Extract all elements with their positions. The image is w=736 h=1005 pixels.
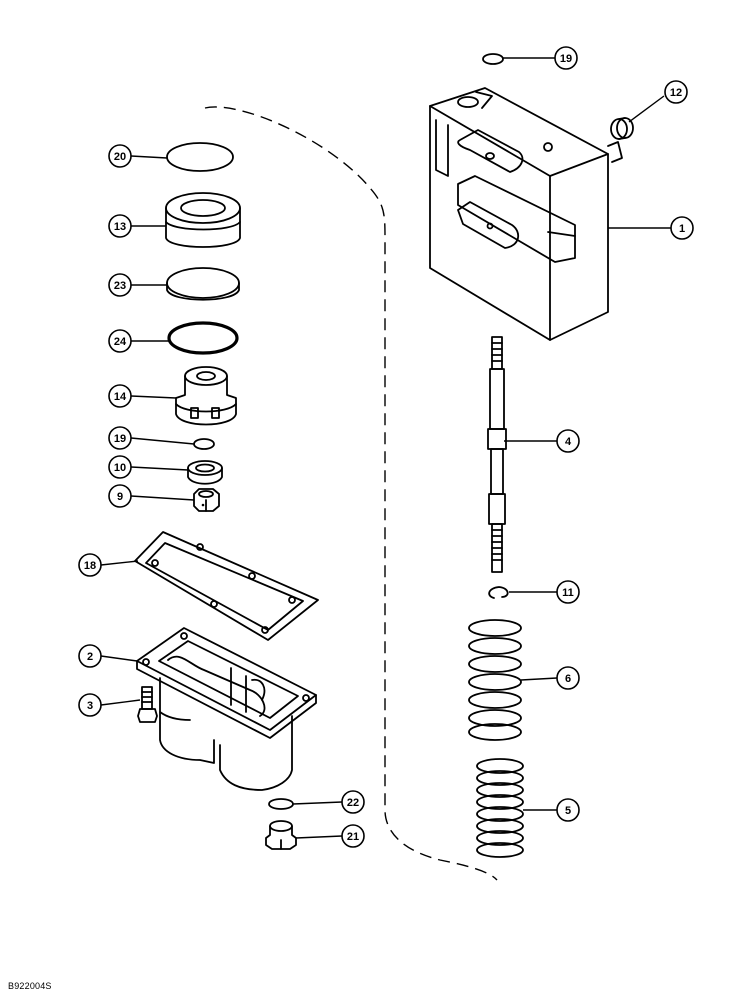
callout-9: 9: [108, 484, 132, 508]
callout-20: 20: [108, 144, 132, 168]
svg-text:24: 24: [114, 336, 127, 348]
callout-19-lower: 19: [108, 426, 132, 450]
part-2-housing: [136, 627, 317, 791]
callout-11: 11: [556, 580, 580, 604]
part-12-fitting: [610, 117, 634, 140]
part-1-valve-block: [429, 87, 623, 341]
svg-text:4: 4: [565, 436, 572, 448]
part-6-spring: [468, 619, 522, 741]
svg-text:2: 2: [87, 651, 93, 663]
svg-text:23: 23: [114, 280, 126, 292]
svg-text:19: 19: [114, 433, 126, 445]
callout-19-top: 19: [554, 46, 578, 70]
part-4-spool-rod: [487, 336, 507, 573]
svg-text:20: 20: [114, 151, 126, 163]
part-5-spring: [476, 758, 524, 858]
svg-text:6: 6: [565, 673, 571, 685]
part-21-plug: [265, 820, 297, 850]
part-22-o-ring: [268, 798, 294, 810]
part-18-gasket: [134, 531, 319, 641]
svg-text:14: 14: [114, 391, 127, 403]
callout-4: 4: [556, 429, 580, 453]
callout-1: 1: [670, 216, 694, 240]
svg-text:1: 1: [679, 223, 685, 235]
svg-text:12: 12: [670, 87, 682, 99]
callout-24: 24: [108, 329, 132, 353]
svg-text:11: 11: [562, 587, 574, 599]
callout-12: 12: [664, 80, 688, 104]
svg-text:10: 10: [114, 462, 126, 474]
part-20-o-ring: [166, 142, 234, 172]
callout-2: 2: [78, 644, 102, 668]
callout-3: 3: [78, 693, 102, 717]
part-10-bearing: [187, 460, 223, 485]
figure-code: B922004S: [8, 981, 52, 991]
svg-text:19: 19: [560, 53, 572, 65]
part-13-seal-bearing: [165, 192, 241, 248]
svg-text:21: 21: [347, 831, 359, 843]
part-24-o-ring: [167, 321, 239, 355]
assembly-dashed-outline: [204, 106, 498, 881]
svg-text:3: 3: [87, 700, 93, 712]
callout-21: 21: [341, 824, 365, 848]
part-14-piston: [175, 366, 237, 426]
svg-text:5: 5: [565, 805, 571, 817]
callout-18: 18: [78, 553, 102, 577]
callout-22: 22: [341, 790, 365, 814]
callout-5: 5: [556, 798, 580, 822]
part-19-small-ring-lower: [193, 438, 215, 450]
callout-13: 13: [108, 214, 132, 238]
svg-text:9: 9: [117, 491, 123, 503]
part-11-snap-ring: [488, 586, 509, 599]
callout-14: 14: [108, 384, 132, 408]
callout-6: 6: [556, 666, 580, 690]
callout-23: 23: [108, 273, 132, 297]
callout-10: 10: [108, 455, 132, 479]
leader-lines: [100, 57, 671, 839]
svg-text:18: 18: [84, 560, 96, 572]
part-3-bolt: [137, 686, 158, 723]
part-9-nut: [193, 488, 220, 512]
part-23-ring: [166, 267, 240, 301]
part-19-small-ring-top: [482, 53, 504, 65]
svg-text:13: 13: [114, 221, 126, 233]
svg-text:22: 22: [347, 797, 359, 809]
